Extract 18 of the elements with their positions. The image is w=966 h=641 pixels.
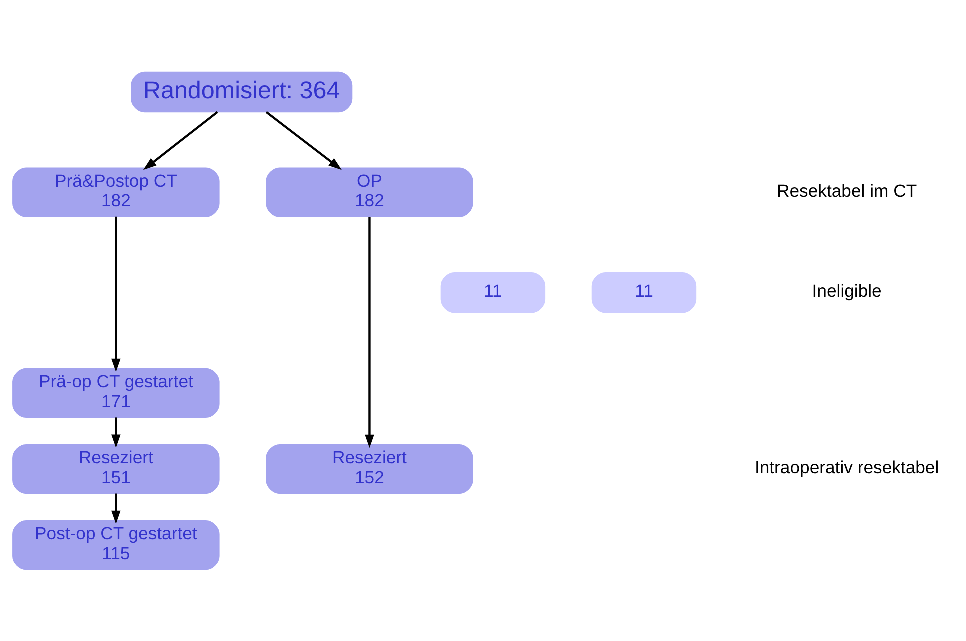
arrow	[266, 110, 342, 170]
node-box: Randomisiert: 364	[131, 71, 353, 112]
arrow	[365, 216, 374, 448]
arrow	[112, 417, 121, 448]
node-box: Prä-op CT gestartet 171	[12, 368, 220, 418]
label: Intraoperativ resektabel	[754, 456, 940, 477]
node-box: Post-op CT gestartet 115	[12, 520, 220, 570]
node-box: OP 182	[266, 167, 474, 217]
node-box: 11	[440, 272, 546, 313]
node-box: 11	[592, 272, 697, 313]
label: Ineligible	[812, 280, 882, 301]
arrow	[143, 110, 218, 170]
label: Resektabel im CT	[777, 180, 918, 200]
node-box: Prä&Postop CT 182	[12, 167, 220, 217]
arrow	[112, 493, 121, 524]
node-box: Reseziert 152	[266, 444, 474, 494]
node-box: Reseziert 151	[12, 444, 220, 494]
arrow	[112, 216, 121, 372]
